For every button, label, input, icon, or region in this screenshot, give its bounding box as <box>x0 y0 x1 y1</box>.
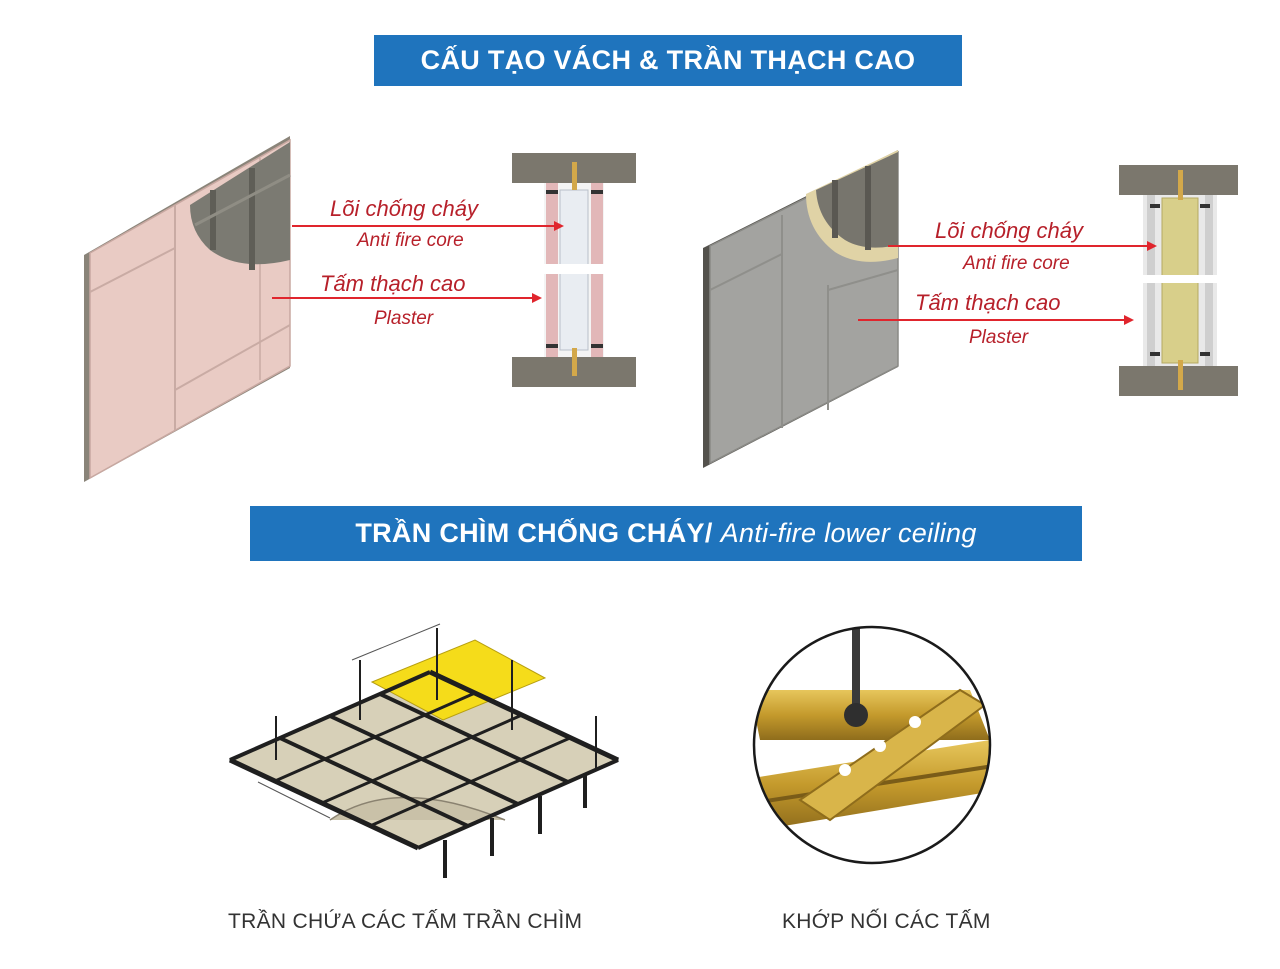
grey-plaster-wall <box>703 150 899 468</box>
left-wall-section <box>512 153 636 387</box>
joint-caption: KHỚP NỐI CÁC TẤM <box>782 910 991 933</box>
left-plaster-label: Tấm thạch cao <box>320 271 466 296</box>
joint-detail-illustration <box>752 625 992 865</box>
section-title-bold: TRẦN CHÌM CHỐNG CHÁY/ <box>355 518 713 548</box>
pink-plaster-wall <box>84 136 291 482</box>
left-core-label-en: Anti fire core <box>357 230 464 251</box>
left-core-label: Lõi chống cháy <box>330 196 478 221</box>
left-plaster-label-en: Plaster <box>374 308 434 329</box>
right-core-label: Lõi chống cháy <box>935 218 1083 243</box>
ceiling-grid-caption: TRẦN CHỨA CÁC TẤM TRẦN CHÌM <box>228 910 583 933</box>
right-plaster-label-en: Plaster <box>969 327 1029 348</box>
section-title-italic: Anti-fire lower ceiling <box>720 518 977 548</box>
right-plaster-label: Tấm thạch cao <box>915 290 1061 315</box>
title-banner: CẤU TẠO VÁCH & TRẦN THẠCH CAO <box>374 35 962 86</box>
section-banner: TRẦN CHÌM CHỐNG CHÁY/ Anti-fire lower ce… <box>250 506 1082 561</box>
title-text: CẤU TẠO VÁCH & TRẦN THẠCH CAO <box>420 45 916 75</box>
right-core-label-en: Anti fire core <box>963 253 1070 274</box>
right-wall-section <box>1119 165 1238 396</box>
ceiling-grid-illustration <box>228 623 620 878</box>
